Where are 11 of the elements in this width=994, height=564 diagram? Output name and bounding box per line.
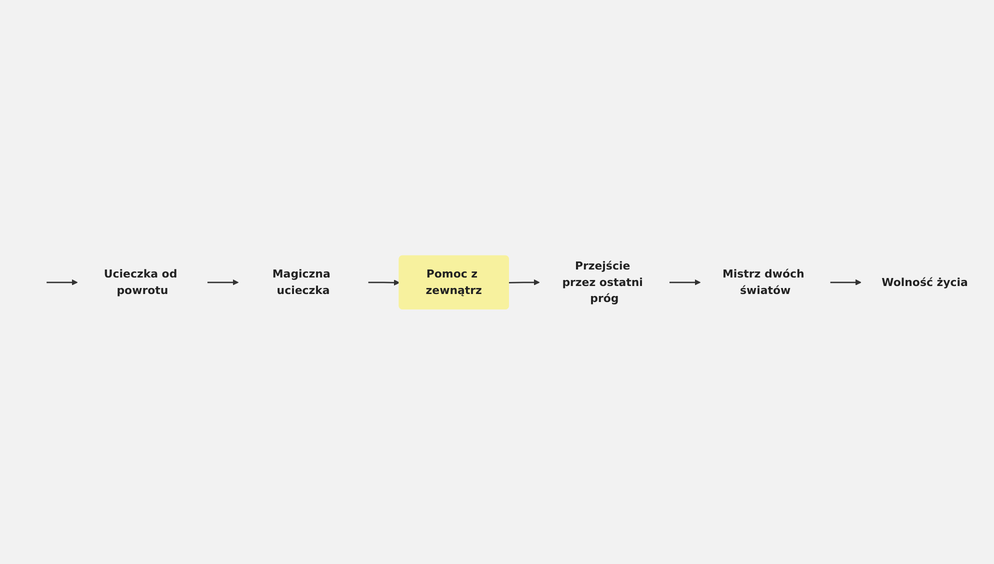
- node-text: Wolność życia: [882, 275, 968, 288]
- node-text: Przejście przez ostatni próg: [562, 258, 643, 305]
- arrow: [669, 278, 701, 285]
- node-text: Magiczna ucieczka: [272, 266, 330, 296]
- node-text: Mistrz dwóch światów: [722, 266, 804, 296]
- arrow: [368, 279, 400, 286]
- node-text: Ucieczka od powrotu: [104, 266, 178, 296]
- arrow: [46, 278, 78, 285]
- arrow: [508, 278, 540, 285]
- arrow: [830, 278, 862, 285]
- arrow: [207, 278, 239, 285]
